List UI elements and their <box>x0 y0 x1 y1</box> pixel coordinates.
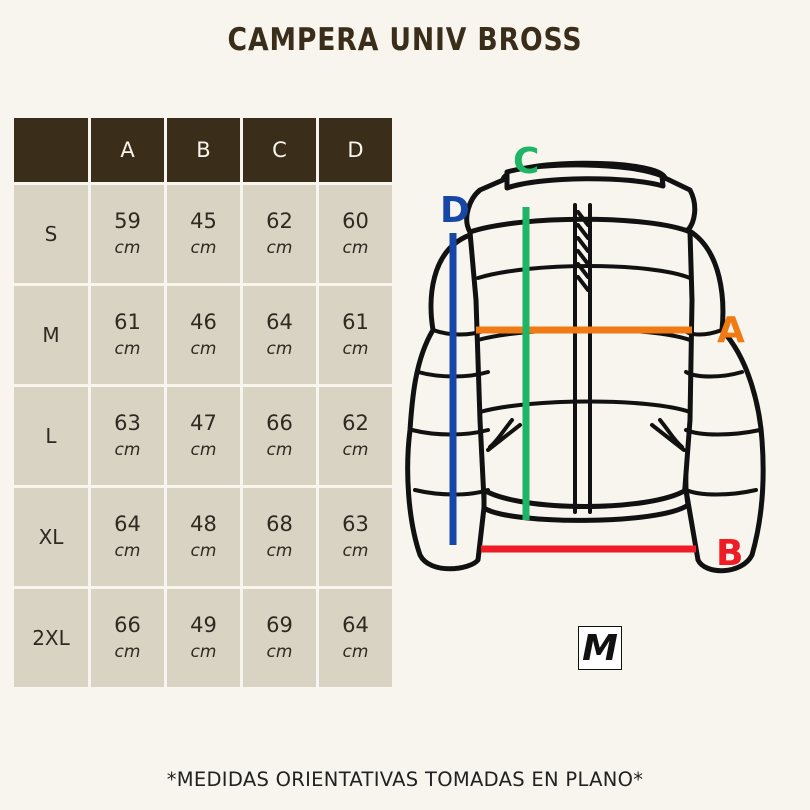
size-label: S <box>14 185 88 283</box>
column-header-b: B <box>167 118 240 182</box>
table-row: L 63 cm 47 cm 66 cm 62 cm <box>14 387 392 485</box>
column-header-c: C <box>243 118 316 182</box>
measurement-unit: cm <box>114 339 141 359</box>
measurement-cell: 60 cm <box>319 185 392 283</box>
column-header-d: D <box>319 118 392 182</box>
jacket-body <box>467 216 695 518</box>
measurement-value: 69 <box>266 613 293 637</box>
measurement-cell: 62 cm <box>243 185 316 283</box>
measurement-value: 66 <box>114 613 141 637</box>
measurement-unit: cm <box>114 440 141 460</box>
measurement-value: 62 <box>342 411 369 435</box>
measurement-unit: cm <box>266 541 293 561</box>
measurement-value: 46 <box>190 310 217 334</box>
measurement-value: 64 <box>342 613 369 637</box>
measurement-value: 49 <box>190 613 217 637</box>
measurement-unit: cm <box>342 642 369 662</box>
measurement-cell: 61 cm <box>319 286 392 384</box>
measure-lines <box>449 207 696 553</box>
measurement-unit: cm <box>190 339 217 359</box>
table-row: S 59 cm 45 cm 62 cm 60 cm <box>14 185 392 283</box>
measurement-cell: 47 cm <box>167 387 240 485</box>
measurement-cell: 46 cm <box>167 286 240 384</box>
measurement-value: 59 <box>114 209 141 233</box>
measurement-cell: 68 cm <box>243 488 316 586</box>
measurement-value: 63 <box>114 411 141 435</box>
column-header-a: A <box>91 118 164 182</box>
measurement-value: 68 <box>266 512 293 536</box>
measurement-unit: cm <box>190 440 217 460</box>
measurement-unit: cm <box>266 642 293 662</box>
measurement-value: 61 <box>114 310 141 334</box>
measurement-value: 66 <box>266 411 293 435</box>
measurement-cell: 48 cm <box>167 488 240 586</box>
measurement-unit: cm <box>342 541 369 561</box>
footnote: *MEDIDAS ORIENTATIVAS TOMADAS EN PLANO* <box>166 768 644 791</box>
measurement-unit: cm <box>190 238 217 258</box>
measurement-value: 62 <box>266 209 293 233</box>
measurement-cell: 66 cm <box>243 387 316 485</box>
size-label: 2XL <box>14 589 88 687</box>
measurement-unit: cm <box>266 339 293 359</box>
measurement-cell: 62 cm <box>319 387 392 485</box>
table-header-corner <box>14 118 88 182</box>
measurement-cell: 45 cm <box>167 185 240 283</box>
table-row: M 61 cm 46 cm 64 cm 61 cm <box>14 286 392 384</box>
measurement-unit: cm <box>114 642 141 662</box>
brand-logo: M <box>578 626 622 670</box>
size-label: M <box>14 286 88 384</box>
measurement-cell: 59 cm <box>91 185 164 283</box>
table-header-row: A B C D <box>14 118 392 182</box>
measurement-cell: 69 cm <box>243 589 316 687</box>
jacket-right-sleeve <box>681 227 766 574</box>
hood-collar <box>504 162 666 191</box>
size-label: XL <box>14 488 88 586</box>
measurement-cell: 63 cm <box>319 488 392 586</box>
measurement-unit: cm <box>190 541 217 561</box>
measurement-value: 45 <box>190 209 217 233</box>
measurement-unit: cm <box>266 238 293 258</box>
measurement-value: 47 <box>190 411 217 435</box>
jacket-left-sleeve <box>405 232 491 572</box>
marker-label-c: C <box>513 141 539 182</box>
measure-labels: A B C D <box>440 141 745 574</box>
measurement-value: 60 <box>342 209 369 233</box>
measurement-value: 63 <box>342 512 369 536</box>
measurement-unit: cm <box>114 541 141 561</box>
measurement-unit: cm <box>342 238 369 258</box>
measurement-unit: cm <box>190 642 217 662</box>
measurement-value: 64 <box>114 512 141 536</box>
marker-label-a: A <box>717 310 745 351</box>
measurement-value: 64 <box>266 310 293 334</box>
measurement-cell: 63 cm <box>91 387 164 485</box>
measurement-cell: 64 cm <box>319 589 392 687</box>
marker-label-b: B <box>716 533 743 574</box>
marker-label-d: D <box>440 190 470 231</box>
size-label: L <box>14 387 88 485</box>
measurement-value: 61 <box>342 310 369 334</box>
jacket-diagram: A B C D <box>405 141 766 574</box>
measurement-unit: cm <box>266 440 293 460</box>
table-row: XL 64 cm 48 cm 68 cm 63 cm <box>14 488 392 586</box>
measurement-cell: 61 cm <box>91 286 164 384</box>
table-row: 2XL 66 cm 49 cm 69 cm 64 cm <box>14 589 392 687</box>
measurement-unit: cm <box>342 339 369 359</box>
measurement-cell: 64 cm <box>91 488 164 586</box>
page-title: CAMPERA UNIV BROSS <box>227 22 583 58</box>
measurement-cell: 49 cm <box>167 589 240 687</box>
measurement-value: 48 <box>190 512 217 536</box>
measurement-cell: 64 cm <box>243 286 316 384</box>
measurement-unit: cm <box>342 440 369 460</box>
measurement-cell: 66 cm <box>91 589 164 687</box>
measurement-unit: cm <box>114 238 141 258</box>
